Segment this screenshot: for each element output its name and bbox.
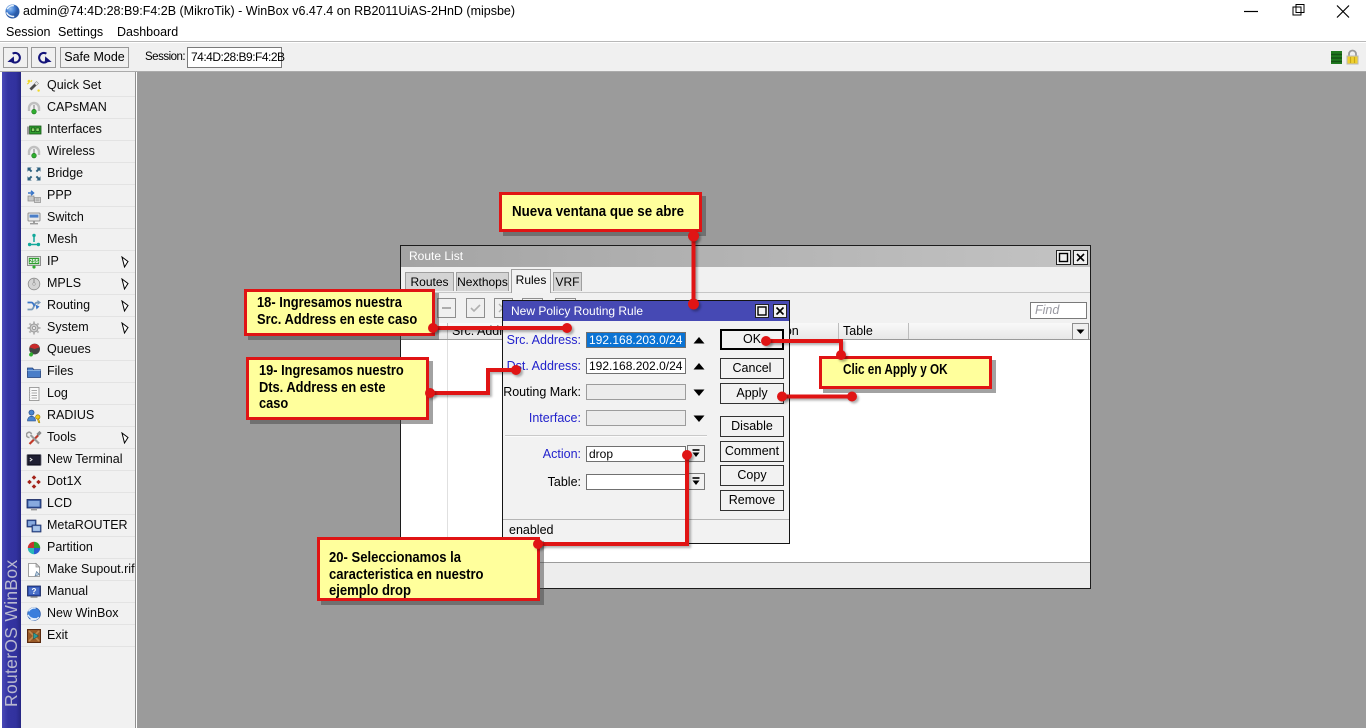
svg-text:?: ? xyxy=(32,587,37,596)
svg-text:255: 255 xyxy=(29,259,38,265)
